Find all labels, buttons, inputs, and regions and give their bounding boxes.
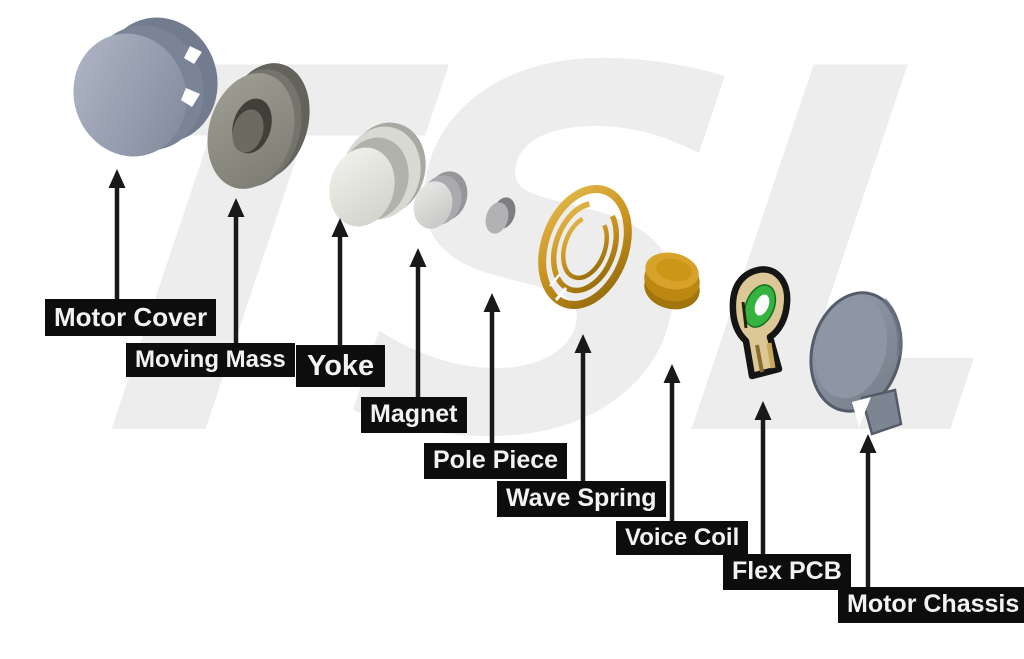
label-motor-cover: Motor Cover	[45, 299, 217, 336]
part-motor-cover	[73, 17, 218, 157]
label-yoke: Yoke	[296, 345, 386, 388]
arrow-yoke	[331, 218, 349, 348]
label-flex-pcb: Flex PCB	[723, 554, 851, 590]
label-magnet: Magnet	[361, 397, 467, 433]
label-motor-chassis: Motor Chassis	[838, 587, 1024, 623]
part-voice-coil	[644, 252, 700, 310]
part-moving-mass	[207, 63, 310, 189]
arrow-voice-coil	[663, 364, 681, 523]
part-pole-piece	[485, 197, 516, 234]
label-wave-spring: Wave Spring	[497, 481, 666, 517]
arrow-flex-pcb	[754, 401, 772, 556]
label-voice-coil: Voice Coil	[616, 521, 749, 556]
arrow-wave-spring	[574, 334, 592, 484]
part-wave-spring	[538, 184, 632, 310]
arrow-magnet	[409, 248, 427, 400]
part-magnet	[413, 171, 468, 229]
part-motor-chassis	[809, 291, 903, 436]
arrow-motor-cover	[108, 169, 126, 301]
part-yoke	[329, 122, 426, 227]
label-pole-piece: Pole Piece	[424, 443, 568, 479]
arrow-moving-mass	[227, 198, 245, 345]
part-flex-pcb	[729, 266, 791, 380]
arrow-pole-piece	[483, 293, 501, 445]
arrow-motor-chassis	[859, 434, 877, 589]
label-moving-mass: Moving Mass	[126, 343, 295, 378]
